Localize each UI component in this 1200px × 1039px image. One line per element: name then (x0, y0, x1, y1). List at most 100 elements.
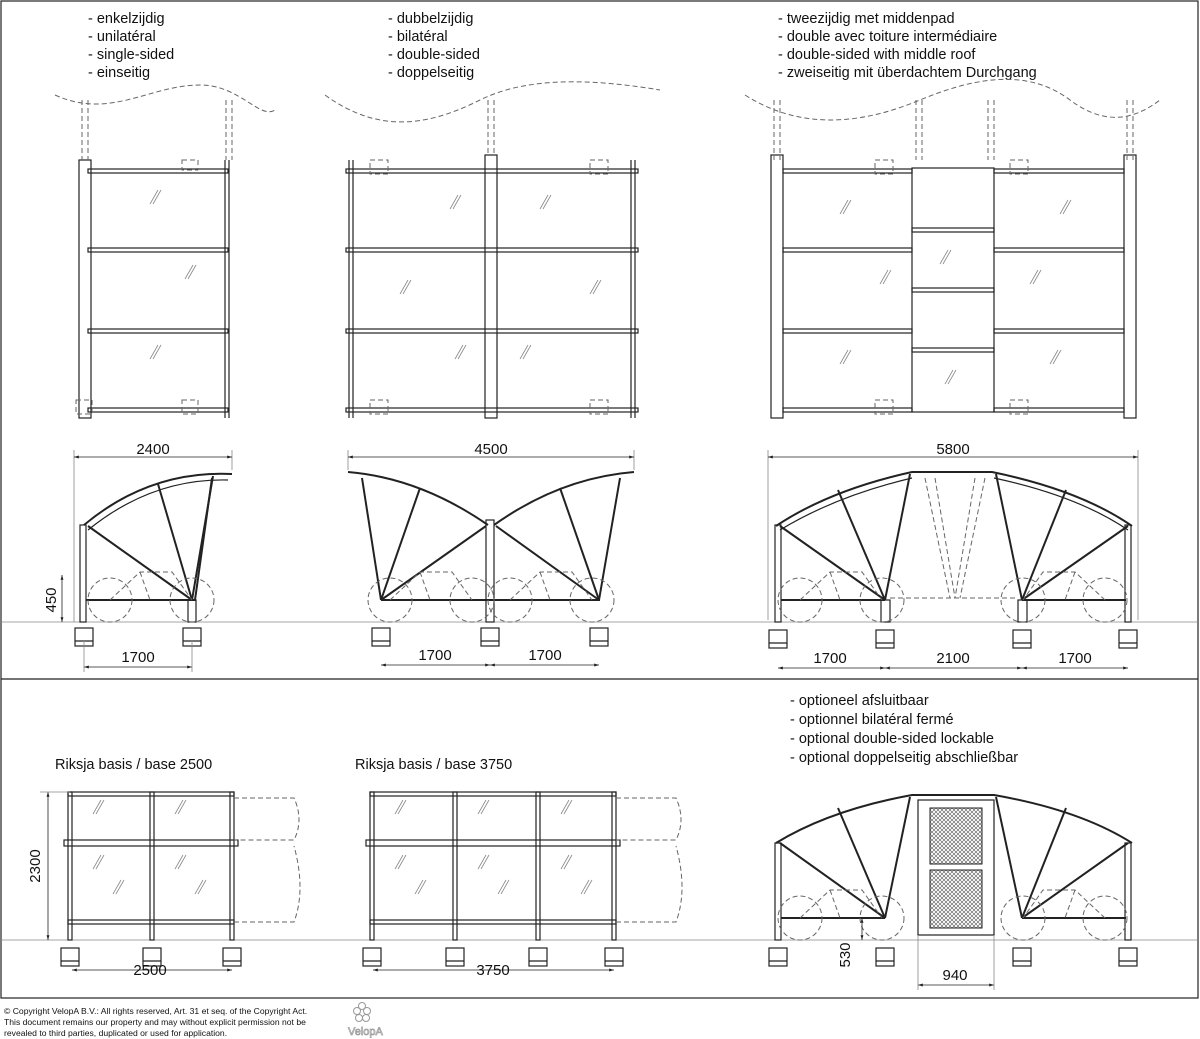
break-line (324, 81, 661, 123)
glass-reflection (477, 854, 490, 870)
glass-reflection (539, 194, 552, 210)
glass-reflection (1049, 349, 1062, 365)
bicycle-frame (799, 571, 883, 601)
rail (87, 247, 229, 253)
dim-width-riksja-2500: 2500 (133, 962, 166, 979)
rail (345, 247, 639, 253)
break-line (54, 84, 276, 113)
lockable-door-frame (917, 799, 995, 936)
foundation-block (1012, 947, 1032, 967)
roof-strut (1021, 525, 1129, 601)
foundation-block (1118, 629, 1138, 649)
dim-height-riksja: 2300 (27, 849, 44, 882)
clamp (369, 399, 389, 415)
bicycle-wheel (569, 577, 615, 623)
glass-reflection (194, 879, 207, 895)
dim-spacing: 1700 (1058, 650, 1091, 667)
glass-reflection (449, 194, 462, 210)
glass-reflection (92, 854, 105, 870)
foundation-block (875, 629, 895, 649)
svg-text:- optional doppelseitig abschl: - optional doppelseitig abschließbar (790, 750, 1018, 766)
post (774, 842, 782, 941)
variant-single-labels: - enkelzijdig - unilatéral - single-side… (88, 11, 174, 81)
post (1123, 154, 1137, 419)
post (485, 519, 495, 623)
dim-spacing: 1700 (528, 647, 561, 664)
glass-reflection (454, 344, 467, 360)
rail (911, 347, 995, 353)
glass-reflection (399, 279, 412, 295)
glass-reflection (879, 269, 892, 285)
rail (993, 168, 1125, 174)
rail (993, 247, 1125, 253)
svg-text:- unilatéral: - unilatéral (88, 29, 156, 45)
roof-strut (598, 477, 621, 601)
svg-text:- einseitig: - einseitig (88, 65, 150, 81)
bottom-rail (369, 919, 617, 925)
mesh-panel (929, 869, 983, 929)
dim-spacing: 1700 (813, 650, 846, 667)
svg-text:- double-sided with middle roo: - double-sided with middle roof (778, 47, 976, 63)
bicycle-frame (799, 889, 883, 919)
foundation-block (362, 947, 382, 967)
post (78, 159, 92, 419)
roof-arc (775, 471, 1133, 527)
clamp (75, 399, 93, 415)
roof-strut (157, 483, 193, 601)
glass-reflection (149, 344, 162, 360)
glass-reflection (560, 854, 573, 870)
glass-reflection (174, 854, 187, 870)
glass-reflection (1059, 199, 1072, 215)
foundation-block (528, 947, 548, 967)
bicycle-frame (1022, 571, 1106, 601)
foundation-block (480, 627, 500, 647)
foundation-block (222, 947, 242, 967)
glass-reflection (839, 349, 852, 365)
bicycle-wheel (487, 577, 533, 623)
rail (993, 328, 1125, 334)
foundation-block (60, 947, 80, 967)
glass-reflection (477, 799, 490, 815)
foundation-block (1118, 947, 1138, 967)
post (1017, 599, 1028, 623)
bicycle-frame (389, 571, 473, 601)
adjacent-unit-outline (616, 797, 683, 923)
roof-strut (995, 796, 1023, 919)
svg-text:- optioneel afsluitbaar: - optioneel afsluitbaar (790, 693, 929, 709)
roof-strut (1021, 842, 1129, 919)
post (484, 154, 498, 419)
adjacent-unit-outline (234, 797, 301, 923)
bicycle-wheel (1082, 895, 1128, 941)
break-line (744, 78, 1161, 121)
bicycle-wheel (87, 577, 133, 623)
foundation-block (589, 627, 609, 647)
svg-text:revealed to third parties, dup: revealed to third parties, duplicated or… (4, 1028, 227, 1038)
post (1124, 524, 1132, 623)
rail (911, 227, 995, 233)
glass-reflection (1029, 269, 1042, 285)
foundation-block (445, 947, 465, 967)
side-views (60, 450, 1139, 672)
clamp (589, 159, 609, 175)
post (611, 791, 617, 941)
post (452, 791, 458, 941)
glass-reflection (414, 879, 427, 895)
rail (782, 328, 913, 334)
dim-door-width: 940 (942, 967, 967, 984)
bicycle-wheel (1082, 577, 1128, 623)
bottom-views (40, 791, 1138, 990)
dim-spacing: 1700 (418, 647, 451, 664)
mesh-panel (929, 807, 983, 865)
roof-strut (361, 477, 382, 601)
glass-reflection (589, 279, 602, 295)
post (67, 791, 73, 941)
clamp (1009, 399, 1029, 415)
glass-reflection (519, 344, 532, 360)
drawing-line (194, 477, 213, 601)
rail (911, 287, 995, 293)
drawing-line (779, 477, 1129, 531)
glass-reflection (112, 879, 125, 895)
svg-text:- tweezijdig met middenpad: - tweezijdig met middenpad (778, 11, 955, 27)
foundation-block (1012, 629, 1032, 649)
post (535, 791, 541, 941)
